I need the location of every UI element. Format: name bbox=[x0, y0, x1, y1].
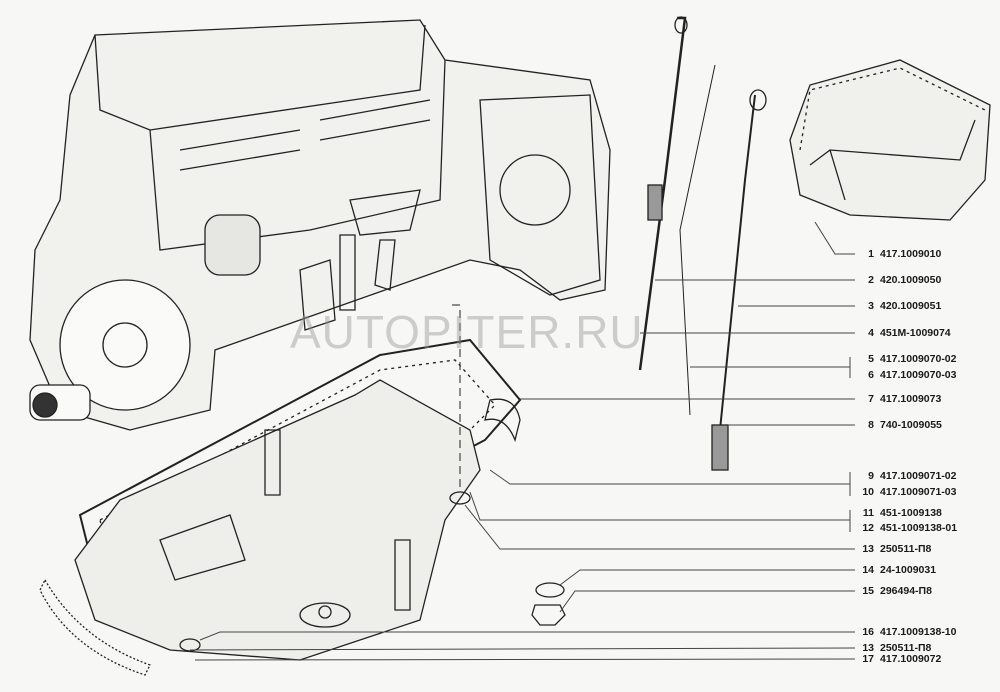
callout-item: 17 417.1009072 bbox=[856, 653, 941, 665]
callout-number: 8 bbox=[868, 419, 874, 431]
front-seal bbox=[484, 398, 521, 443]
part-number: 740-1009055 bbox=[880, 419, 942, 431]
callout-number: 9 bbox=[868, 470, 874, 482]
part-number: 417.1009010 bbox=[880, 248, 942, 260]
part-number: 451-1009138-01 bbox=[880, 522, 958, 534]
callout-item: 3 420.1009051 bbox=[856, 300, 941, 312]
bolt bbox=[449, 491, 471, 505]
dipstick-tube bbox=[638, 16, 688, 371]
callout-item: 10 417.1009071-03 bbox=[856, 486, 957, 498]
callout-item: 14 24-1009031 bbox=[856, 564, 936, 576]
callout-item: 5 417.1009070-02 bbox=[856, 353, 957, 365]
rear-seal bbox=[39, 578, 151, 676]
callout-item: 12 451-1009138-01 bbox=[856, 522, 957, 534]
callout-number: 5 bbox=[868, 353, 874, 365]
callout-number: 3 bbox=[868, 300, 874, 312]
part-number: 420.1009050 bbox=[880, 274, 942, 286]
washer bbox=[535, 582, 565, 598]
callout-item: 15 296494-П8 bbox=[856, 585, 932, 597]
callout-item: 2 420.1009050 bbox=[856, 274, 941, 286]
part-number: 250511-П8 bbox=[880, 543, 932, 555]
bolt bbox=[179, 638, 201, 652]
callout-number: 11 bbox=[862, 507, 874, 519]
part-number: 296494-П8 bbox=[880, 585, 932, 597]
callout-number: 16 bbox=[862, 626, 874, 638]
part-number: 417.1009070-03 bbox=[880, 369, 957, 381]
drain-plug bbox=[531, 604, 566, 626]
callout-number: 17 bbox=[862, 653, 874, 665]
part-number: 417.1009071-02 bbox=[880, 470, 957, 482]
oil-pan bbox=[74, 379, 481, 661]
callout-number: 7 bbox=[868, 393, 874, 405]
callout-item: 7 417.1009073 bbox=[856, 393, 941, 405]
callout-number: 13 bbox=[862, 543, 874, 555]
callout-item: 9 417.1009071-02 bbox=[856, 470, 957, 482]
callout-item: 16 417.1009138-10 bbox=[856, 626, 957, 638]
part-number: 417.1009072 bbox=[880, 653, 942, 665]
callout-number: 6 bbox=[868, 369, 874, 381]
callout-item: 4 451M-1009074 bbox=[856, 327, 951, 339]
callout-number: 14 bbox=[862, 564, 874, 576]
part-number: 451-1009138 bbox=[880, 507, 942, 519]
callout-number: 4 bbox=[868, 327, 874, 339]
callout-item: 13 250511-П8 bbox=[856, 642, 931, 654]
callout-number: 13 bbox=[862, 642, 874, 654]
part-number: 420.1009051 bbox=[880, 300, 942, 312]
part-number: 250511-П8 bbox=[880, 642, 932, 654]
dipstick bbox=[711, 89, 767, 471]
callout-item: 1 417.1009010 bbox=[856, 248, 941, 260]
leader-lines bbox=[189, 221, 856, 661]
callout-number: 2 bbox=[868, 274, 874, 286]
callout-item: 6 417.1009070-03 bbox=[856, 369, 957, 381]
part-number: 417.1009073 bbox=[880, 393, 942, 405]
engine-block bbox=[29, 19, 611, 431]
part-number: 417.1009070-02 bbox=[880, 353, 957, 365]
callout-number: 1 bbox=[868, 248, 874, 260]
part-number: 451M-1009074 bbox=[880, 327, 951, 339]
callout-number: 15 bbox=[862, 585, 874, 597]
callout-item: 13 250511-П8 bbox=[856, 543, 931, 555]
oil-pan-small-view bbox=[789, 59, 991, 221]
callout-item: 11 451-1009138 bbox=[856, 507, 942, 519]
callout-number: 12 bbox=[862, 522, 874, 534]
callout-number: 10 bbox=[862, 486, 874, 498]
watermark: AUTOPITER.RU bbox=[290, 306, 644, 358]
part-number: 24-1009031 bbox=[880, 564, 937, 576]
callout-item: 8 740-1009055 bbox=[856, 419, 942, 431]
part-number: 417.1009138-10 bbox=[880, 626, 957, 638]
part-number: 417.1009071-03 bbox=[880, 486, 957, 498]
